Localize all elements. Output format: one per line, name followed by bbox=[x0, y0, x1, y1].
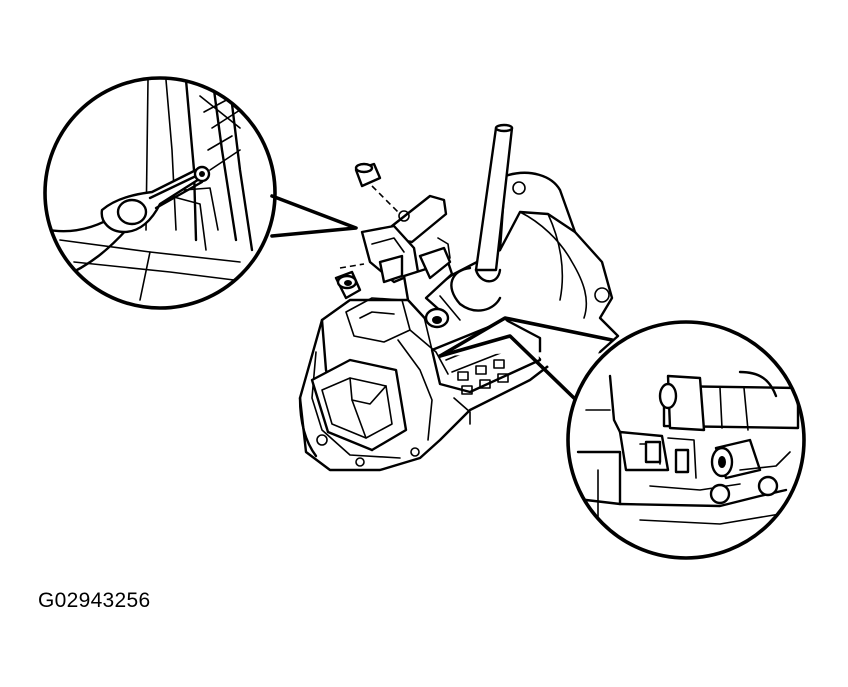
shift-lever-shaft bbox=[450, 123, 514, 312]
callout-leader-edge bbox=[439, 335, 511, 357]
left-detail-callout bbox=[43, 76, 358, 310]
shift-fork-parts bbox=[334, 162, 454, 329]
figure-code-label: G02943256 bbox=[38, 589, 151, 612]
